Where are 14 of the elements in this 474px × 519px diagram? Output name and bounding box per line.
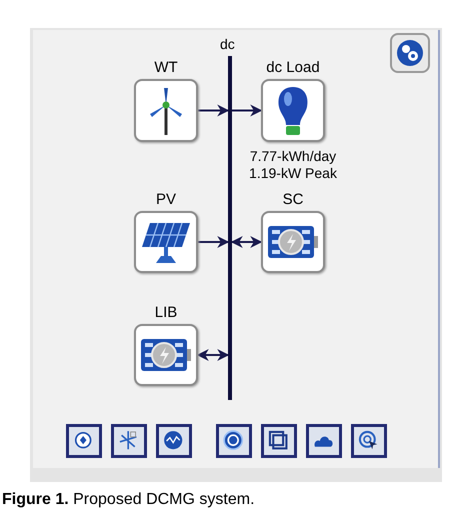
load-note: 1.19-kW Peak [248,165,338,182]
arrow [198,236,230,248]
load-note: 7.77-kWh/day [248,148,338,165]
node-label: dc Load [266,59,320,77]
arrow [232,104,262,116]
arrow [198,104,230,116]
node-label: LIB [154,304,178,322]
node-label: SC [282,191,304,209]
node-label: PV [156,191,176,209]
figure-caption: Figure 1. Proposed DCMG system. [2,490,255,510]
bus-label: dc [220,37,235,51]
arrow [196,349,230,361]
node-label: WT [154,59,178,77]
arrow [230,236,262,248]
